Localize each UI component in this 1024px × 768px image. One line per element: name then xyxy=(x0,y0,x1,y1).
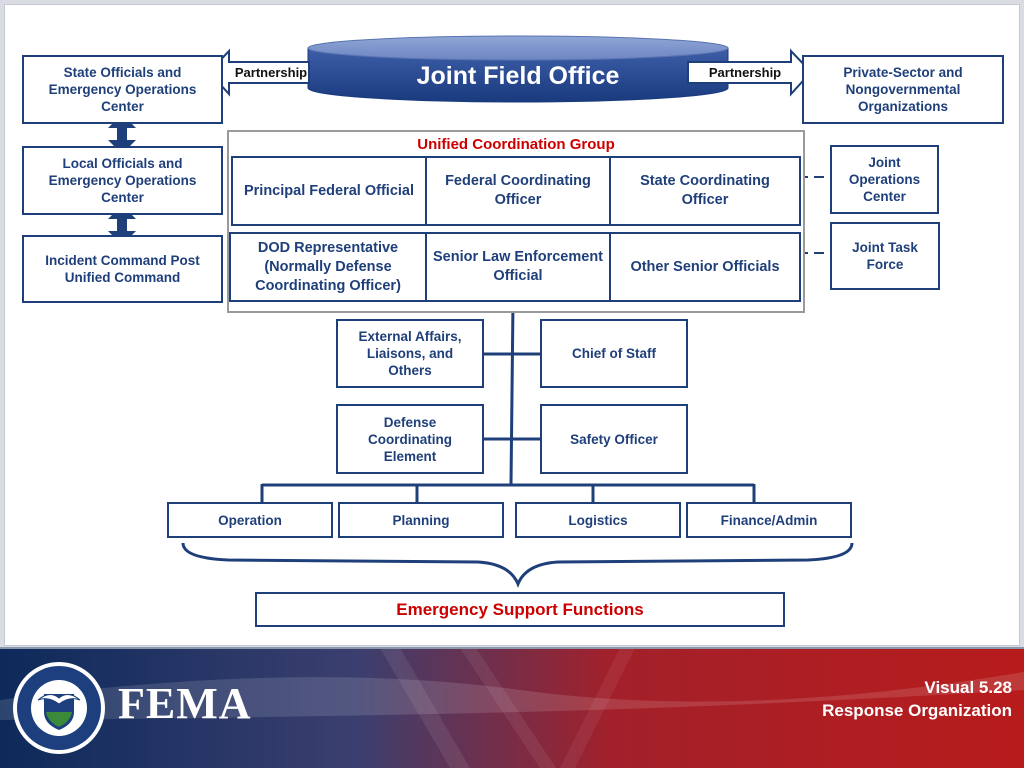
other-senior-officials: Other Senior Officials xyxy=(609,234,799,300)
ucg-title: Unified Coordination Group xyxy=(417,136,615,153)
senior-law-enforcement-official: Senior Law Enforcement Official xyxy=(425,234,609,300)
external-affairs-box: External Affairs, Liaisons, and Others xyxy=(336,319,484,388)
safety-officer-box: Safety Officer xyxy=(540,404,688,474)
section-planning: Planning xyxy=(338,502,504,538)
defense-coordinating-element-box: Defense Coordinating Element xyxy=(336,404,484,474)
jfo-title: Joint Field Office xyxy=(416,62,620,90)
partnership-arrow-right xyxy=(687,48,813,97)
emergency-support-functions-box: Emergency Support Functions xyxy=(255,592,785,627)
ucg-row-2: DOD Representative (Normally Defense Coo… xyxy=(229,232,801,302)
joint-operations-center-box: Joint Operations Center xyxy=(830,145,939,214)
principal-federal-official: Principal Federal Official xyxy=(243,182,415,199)
federal-coordinating-officer: Federal Coordinating Officer xyxy=(425,158,609,224)
visual-subtitle: Response Organization xyxy=(822,701,1012,720)
state-officials-box: State Officials and Emergency Operations… xyxy=(22,55,223,124)
org-spine xyxy=(260,301,756,503)
ucg-row-1: Principal Federal Official Federal Coord… xyxy=(231,156,801,226)
partnership-label-right: Partnership xyxy=(708,65,782,80)
dhs-seal-icon xyxy=(13,662,105,754)
dod-representative: DOD Representative (Normally Defense Coo… xyxy=(255,239,401,294)
esf-brace xyxy=(181,542,854,589)
slide-caption: Visual 5.28 Response Organization xyxy=(822,676,1012,722)
private-sector-box: Private-Sector and Nongovernmental Organ… xyxy=(802,55,1004,124)
partnership-arrow-left xyxy=(207,48,310,97)
jfo-cylinder xyxy=(307,35,729,103)
section-finance-admin: Finance/Admin xyxy=(686,502,852,538)
partnership-label-left: Partnership xyxy=(234,65,308,80)
visual-number: Visual 5.28 xyxy=(924,678,1012,697)
local-officials-box: Local Officials and Emergency Operations… xyxy=(22,146,223,215)
state-coordinating-officer: State Coordinating Officer xyxy=(609,158,799,224)
incident-command-box: Incident Command Post Unified Command xyxy=(22,235,223,303)
chief-of-staff-box: Chief of Staff xyxy=(540,319,688,388)
section-logistics: Logistics xyxy=(515,502,681,538)
section-operation: Operation xyxy=(167,502,333,538)
fema-logo: FEMA xyxy=(118,679,252,728)
joint-task-force-box: Joint Task Force xyxy=(830,222,940,290)
double-arrow-state-local xyxy=(108,114,136,154)
